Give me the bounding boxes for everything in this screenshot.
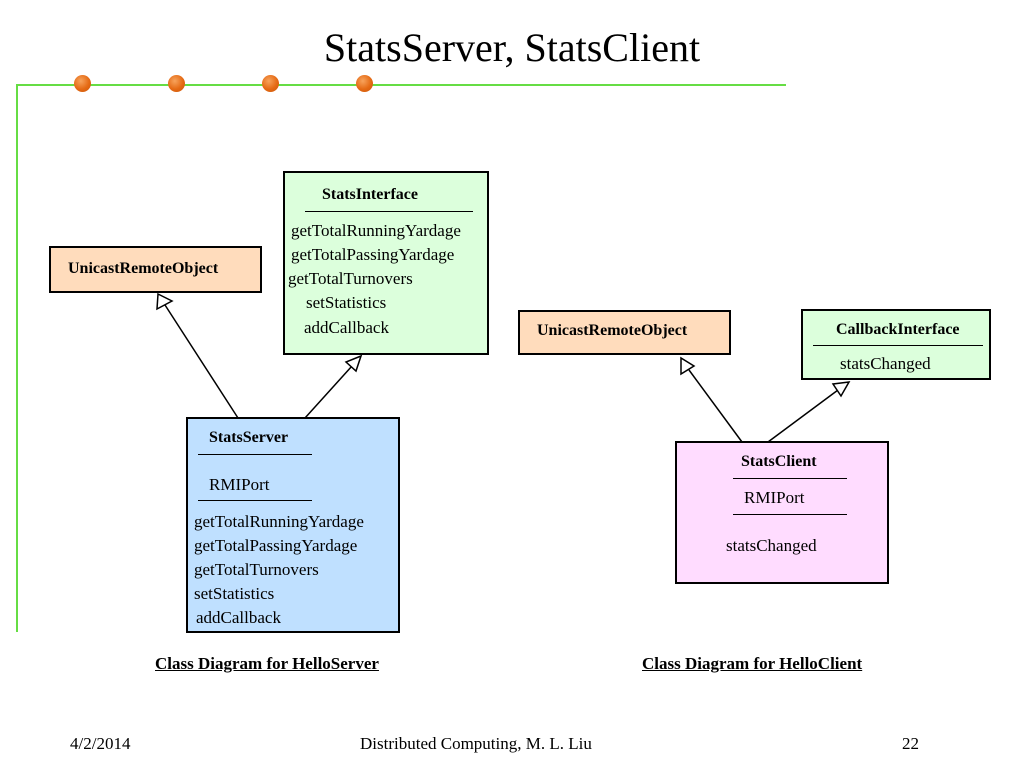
server-method: setStatistics [194, 584, 275, 603]
interface-method: setStatistics [306, 293, 387, 312]
bullet-dot [74, 75, 91, 92]
server-implements-arrowhead [344, 354, 363, 373]
callback-interface-name: CallbackInterface [836, 321, 960, 338]
footer-title: Distributed Computing, M. L. Liu [360, 734, 592, 753]
slide-title: StatsServer, StatsClient [323, 25, 701, 70]
bullet-dot [168, 75, 185, 92]
stats-server-name: StatsServer [209, 429, 289, 446]
callback-interface-box: CallbackInterface statsChanged [801, 309, 991, 380]
server-method: addCallback [196, 608, 281, 627]
client-diagram-caption: Class Diagram for HelloClient [642, 654, 863, 673]
stats-server-box: StatsServer RMIPort getTotalRunningYarda… [186, 417, 400, 633]
interface-method: getTotalRunningYardage [291, 221, 461, 240]
stats-interface-name: StatsInterface [322, 186, 418, 203]
server-extends-line [164, 304, 239, 419]
client-extends-line [688, 369, 743, 443]
bullet-dot [356, 75, 373, 92]
interface-method: getTotalPassingYardage [291, 245, 455, 264]
unicast-remote-object-box: UnicastRemoteObject [49, 246, 262, 293]
unicast-remote-object-name: UnicastRemoteObject [537, 322, 688, 339]
attribute-underline [198, 500, 312, 501]
left-rule [16, 84, 18, 632]
callback-method: statsChanged [840, 354, 931, 373]
server-method: getTotalPassingYardage [194, 536, 358, 555]
server-diagram-caption: Class Diagram for HelloServer [155, 654, 379, 673]
client-extends-arrowhead [680, 356, 696, 376]
top-rule [17, 84, 786, 86]
client-implements-line [767, 389, 839, 443]
stats-client-box: StatsClient RMIPort statsChanged [675, 441, 889, 584]
interface-method: getTotalTurnovers [288, 269, 413, 288]
attribute-underline [733, 514, 847, 515]
bullet-dot [262, 75, 279, 92]
server-attribute: RMIPort [209, 475, 270, 494]
server-method: getTotalRunningYardage [194, 512, 364, 531]
client-method: statsChanged [726, 536, 817, 555]
class-name-underline [813, 345, 983, 346]
class-name-underline [198, 454, 312, 455]
server-implements-line [304, 365, 353, 419]
class-name-underline [305, 211, 473, 212]
server-method: getTotalTurnovers [194, 560, 319, 579]
stats-interface-box: StatsInterface getTotalRunningYardage ge… [283, 171, 489, 355]
interface-method: addCallback [304, 318, 389, 337]
unicast-remote-object-name: UnicastRemoteObject [68, 260, 219, 277]
class-name-underline [733, 478, 847, 479]
client-attribute: RMIPort [744, 488, 805, 507]
unicast-remote-object-box: UnicastRemoteObject [518, 310, 731, 355]
stats-client-name: StatsClient [741, 453, 817, 470]
client-implements-arrowhead [831, 381, 851, 398]
server-extends-arrowhead [156, 292, 174, 311]
slide-number: 22 [902, 734, 919, 753]
footer-date: 4/2/2014 [70, 734, 131, 753]
